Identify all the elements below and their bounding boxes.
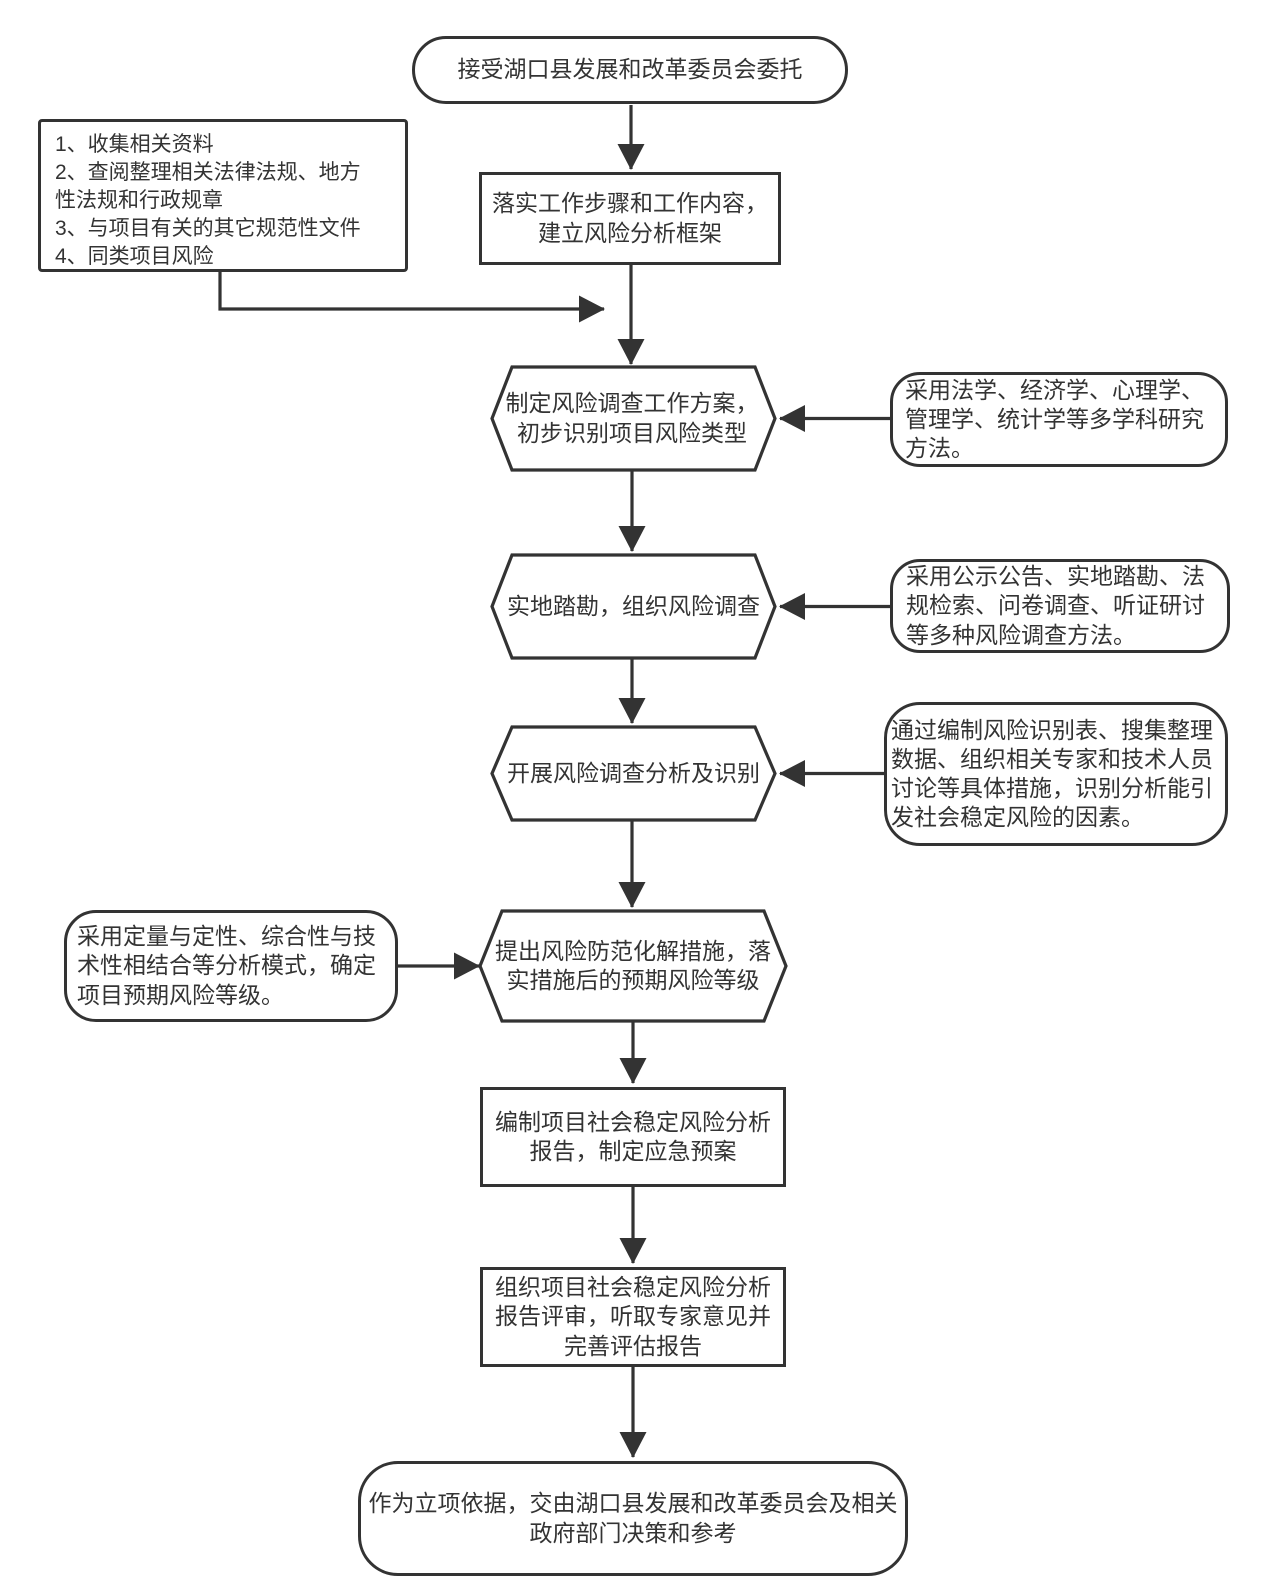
compile-report-label: 编制项目社会稳定风险分析报告，制定应急预案 bbox=[495, 1108, 771, 1164]
start-node-label: 接受湖口县发展和改革委员会委托 bbox=[457, 56, 803, 83]
note-identification-text: 通过编制风险识别表、搜集整理数据、组织相关专家和技术人员讨论等具体措施，识别分析… bbox=[891, 716, 1213, 831]
site-survey-text: 实地踏勘，组织风险调查 bbox=[507, 592, 760, 619]
materials-item: 4、同类项目风险 bbox=[55, 244, 214, 268]
propose-measures-text: 提出风险防范化解措施，落实措施后的预期风险等级 bbox=[495, 937, 771, 993]
end-node-label: 作为立项依据，交由湖口县发展和改革委员会及相关政府部门决策和参考 bbox=[368, 1490, 898, 1546]
review-report-label: 组织项目社会稳定风险分析报告评审，听取专家意见并完善评估报告 bbox=[495, 1273, 771, 1359]
analysis-identification-text: 开展风险调查分析及识别 bbox=[507, 759, 760, 786]
analysis-identification-label: 开展风险调查分析及识别 bbox=[492, 727, 775, 820]
analysis-identification-hexagon bbox=[490, 725, 777, 822]
materials-box: 1、收集相关资料 2、查阅整理相关法律法规、地方性法规和行政规章 3、与项目有关… bbox=[38, 119, 408, 272]
end-node: 作为立项依据，交由湖口县发展和改革委员会及相关政府部门决策和参考 bbox=[358, 1461, 908, 1576]
note-multidiscipline-text: 采用法学、经济学、心理学、管理学、统计学等多学科研究方法。 bbox=[905, 376, 1204, 462]
establish-framework-label: 落实工作步骤和工作内容，建立风险分析框架 bbox=[492, 190, 768, 246]
note-identification: 通过编制风险识别表、搜集整理数据、组织相关专家和技术人员讨论等具体措施，识别分析… bbox=[884, 702, 1228, 846]
propose-measures-hexagon bbox=[478, 909, 788, 1023]
note-analysis-mode: 采用定量与定性、综合性与技术性相结合等分析模式，确定项目预期风险等级。 bbox=[64, 910, 398, 1022]
review-report-node: 组织项目社会稳定风险分析报告评审，听取专家意见并完善评估报告 bbox=[480, 1267, 786, 1367]
start-node: 接受湖口县发展和改革委员会委托 bbox=[412, 36, 848, 104]
note-survey-methods: 采用公示公告、实地踏勘、法规检索、问卷调查、听证研讨等多种风险调查方法。 bbox=[890, 559, 1230, 653]
make-plan-label: 制定风险调查工作方案，初步识别项目风险类型 bbox=[501, 367, 763, 470]
make-plan-hexagon bbox=[490, 365, 777, 472]
site-survey-label: 实地踏勘，组织风险调查 bbox=[492, 555, 775, 658]
make-plan-text: 制定风险调查工作方案，初步识别项目风险类型 bbox=[505, 390, 759, 446]
note-analysis-mode-text: 采用定量与定性、综合性与技术性相结合等分析模式，确定项目预期风险等级。 bbox=[77, 923, 376, 1008]
materials-item: 3、与项目有关的其它规范性文件 bbox=[55, 216, 361, 240]
note-multidiscipline: 采用法学、经济学、心理学、管理学、统计学等多学科研究方法。 bbox=[890, 372, 1228, 467]
establish-framework-node: 落实工作步骤和工作内容，建立风险分析框架 bbox=[479, 172, 781, 265]
flow-arrow-materials-join bbox=[218, 270, 605, 323]
note-survey-methods-text: 采用公示公告、实地踏勘、法规检索、问卷调查、听证研讨等多种风险调查方法。 bbox=[906, 563, 1205, 648]
materials-item: 1、收集相关资料 bbox=[55, 133, 214, 156]
propose-measures-label: 提出风险防范化解措施，落实措施后的预期风险等级 bbox=[490, 911, 776, 1021]
compile-report-node: 编制项目社会稳定风险分析报告，制定应急预案 bbox=[480, 1087, 786, 1187]
site-survey-hexagon bbox=[490, 553, 777, 660]
materials-item: 2、查阅整理相关法律法规、地方性法规和行政规章 bbox=[55, 160, 361, 212]
